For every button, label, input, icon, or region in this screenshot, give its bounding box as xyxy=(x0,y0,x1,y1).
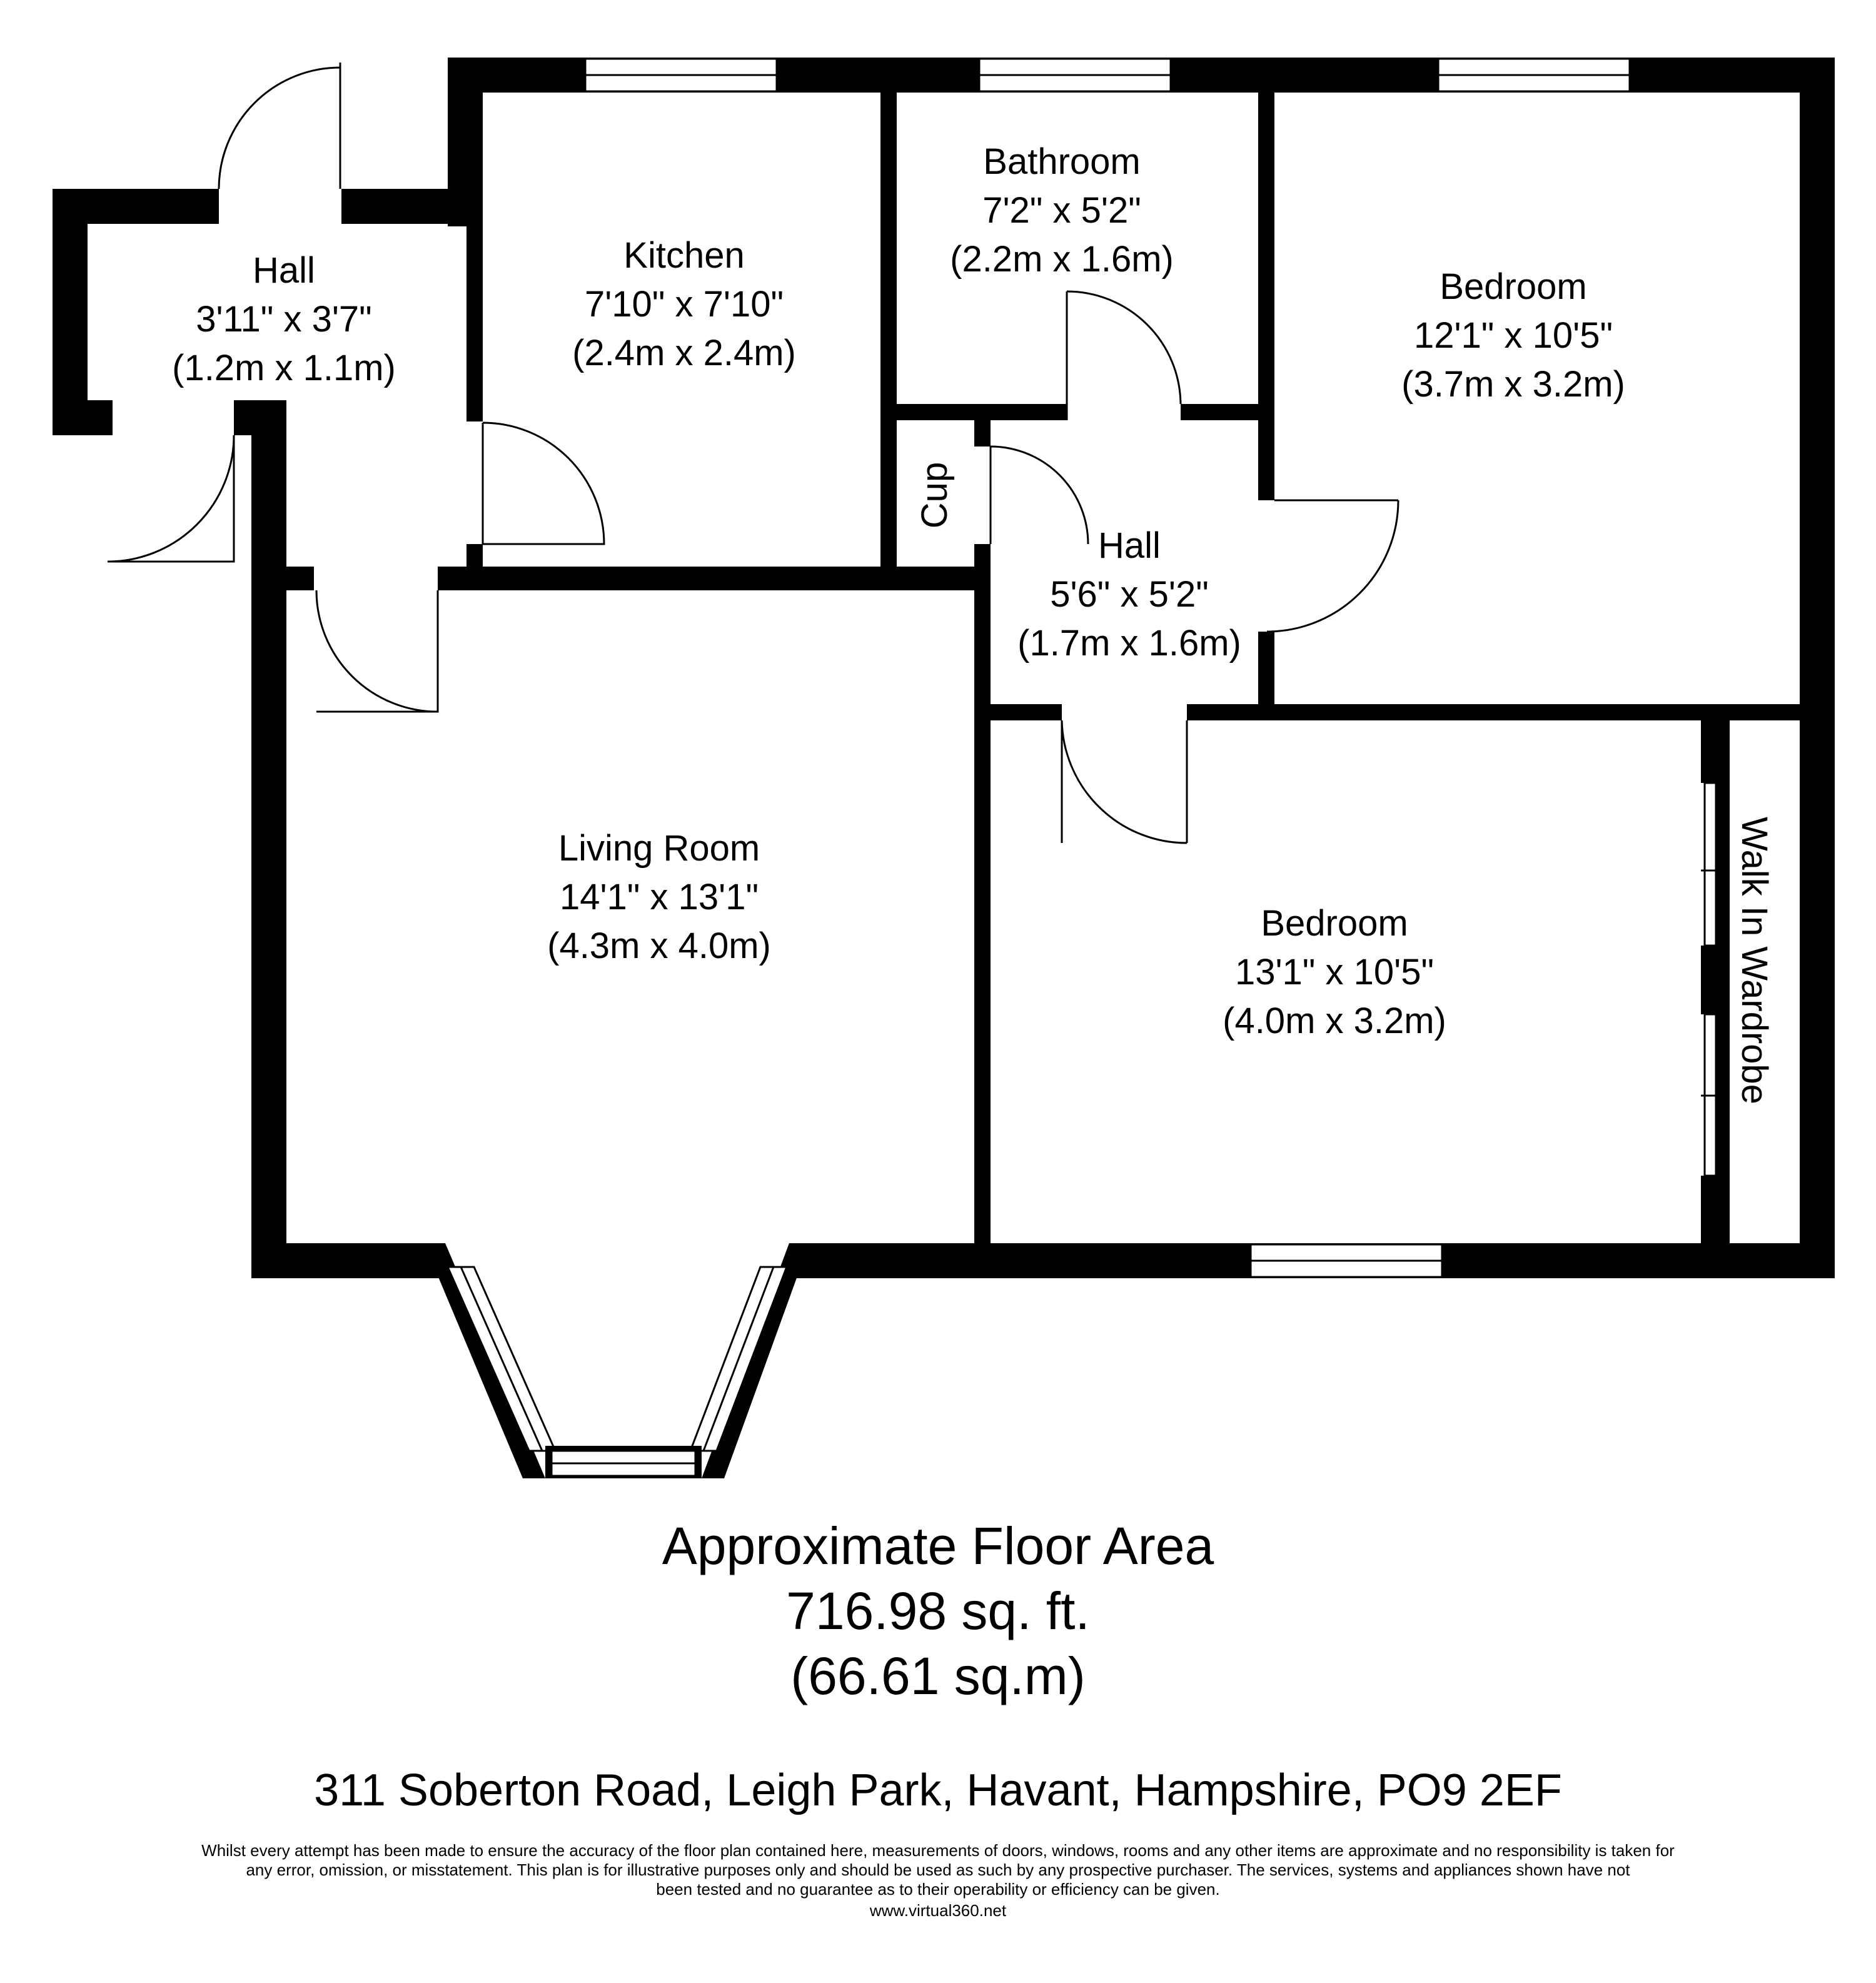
disclaimer-line: been tested and no guarantee as to their… xyxy=(656,1880,1220,1899)
bathroom-name: Bathroom xyxy=(983,141,1140,182)
doors xyxy=(107,63,1399,844)
bedroom-1-name: Bedroom xyxy=(1440,266,1586,307)
kitchen-name: Kitchen xyxy=(623,235,744,276)
bedroom-2-label: Bedroom 13'1" x 10'5" (4.0m x 3.2m) xyxy=(1223,903,1446,1041)
kitchen-label: Kitchen 7'10" x 7'10" (2.4m x 2.4m) xyxy=(572,235,796,373)
bay-window xyxy=(431,1243,803,1478)
bedroom-1-label: Bedroom 12'1" x 10'5" (3.7m x 3.2m) xyxy=(1401,266,1625,405)
hall-inner-label: Hall 5'6" x 5'2" (1.7m x 1.6m) xyxy=(1017,525,1241,664)
hall-entrance-label: Hall 3'11" x 3'7" (1.2m x 1.1m) xyxy=(172,250,396,388)
living-room-metric: (4.3m x 4.0m) xyxy=(547,926,771,966)
living-room-name: Living Room xyxy=(558,828,760,869)
disclaimer-line: Whilst every attempt has been made to en… xyxy=(201,1841,1675,1860)
disclaimer: Whilst every attempt has been made to en… xyxy=(0,1841,1876,1899)
bedroom-2-name: Bedroom xyxy=(1261,903,1408,944)
bedroom-1-imperial: 12'1" x 10'5" xyxy=(1414,315,1613,356)
walls xyxy=(53,58,1835,1278)
hall-entrance-metric: (1.2m x 1.1m) xyxy=(172,348,396,388)
hall-entrance-imperial: 3'11" x 3'7" xyxy=(196,299,372,340)
bedroom-1-metric: (3.7m x 3.2m) xyxy=(1401,364,1625,405)
floor-plan: Hall 3'11" x 3'7" (1.2m x 1.1m) Kitchen … xyxy=(53,58,1835,1478)
hall-inner-name: Hall xyxy=(1098,525,1161,566)
website-link[interactable]: www.virtual360.net xyxy=(869,1901,1007,1920)
wardrobe-doors xyxy=(1701,720,1717,1244)
floor-area-title: Approximate Floor Area xyxy=(662,1516,1214,1575)
cupboard-label: Cup xyxy=(914,462,955,528)
disclaimer-line: any error, omission, or misstatement. Th… xyxy=(246,1860,1630,1879)
floor-area-imperial: 716.98 sq. ft. xyxy=(786,1582,1090,1640)
bathroom-imperial: 7'2" x 5'2" xyxy=(982,190,1141,231)
floor-area-metric: (66.61 sq.m) xyxy=(790,1647,1086,1705)
windows xyxy=(584,58,1631,1278)
property-address: 311 Soberton Road, Leigh Park, Havant, H… xyxy=(314,1765,1562,1815)
kitchen-imperial: 7'10" x 7'10" xyxy=(585,284,784,325)
kitchen-metric: (2.4m x 2.4m) xyxy=(572,333,796,373)
living-room-imperial: 14'1" x 13'1" xyxy=(560,877,759,917)
hall-inner-metric: (1.7m x 1.6m) xyxy=(1017,623,1241,664)
living-room-label: Living Room 14'1" x 13'1" (4.3m x 4.0m) xyxy=(547,828,771,966)
wardrobe-label: Walk In Wardrobe xyxy=(1734,817,1775,1104)
bedroom-2-imperial: 13'1" x 10'5" xyxy=(1235,952,1434,992)
bathroom-label: Bathroom 7'2" x 5'2" (2.2m x 1.6m) xyxy=(950,141,1174,280)
floor-area-block: Approximate Floor Area 716.98 sq. ft. (6… xyxy=(0,1513,1876,1708)
hall-entrance-name: Hall xyxy=(253,250,315,291)
bedroom-2-metric: (4.0m x 3.2m) xyxy=(1223,1001,1446,1041)
hall-inner-imperial: 5'6" x 5'2" xyxy=(1050,574,1209,615)
bathroom-metric: (2.2m x 1.6m) xyxy=(950,239,1174,280)
